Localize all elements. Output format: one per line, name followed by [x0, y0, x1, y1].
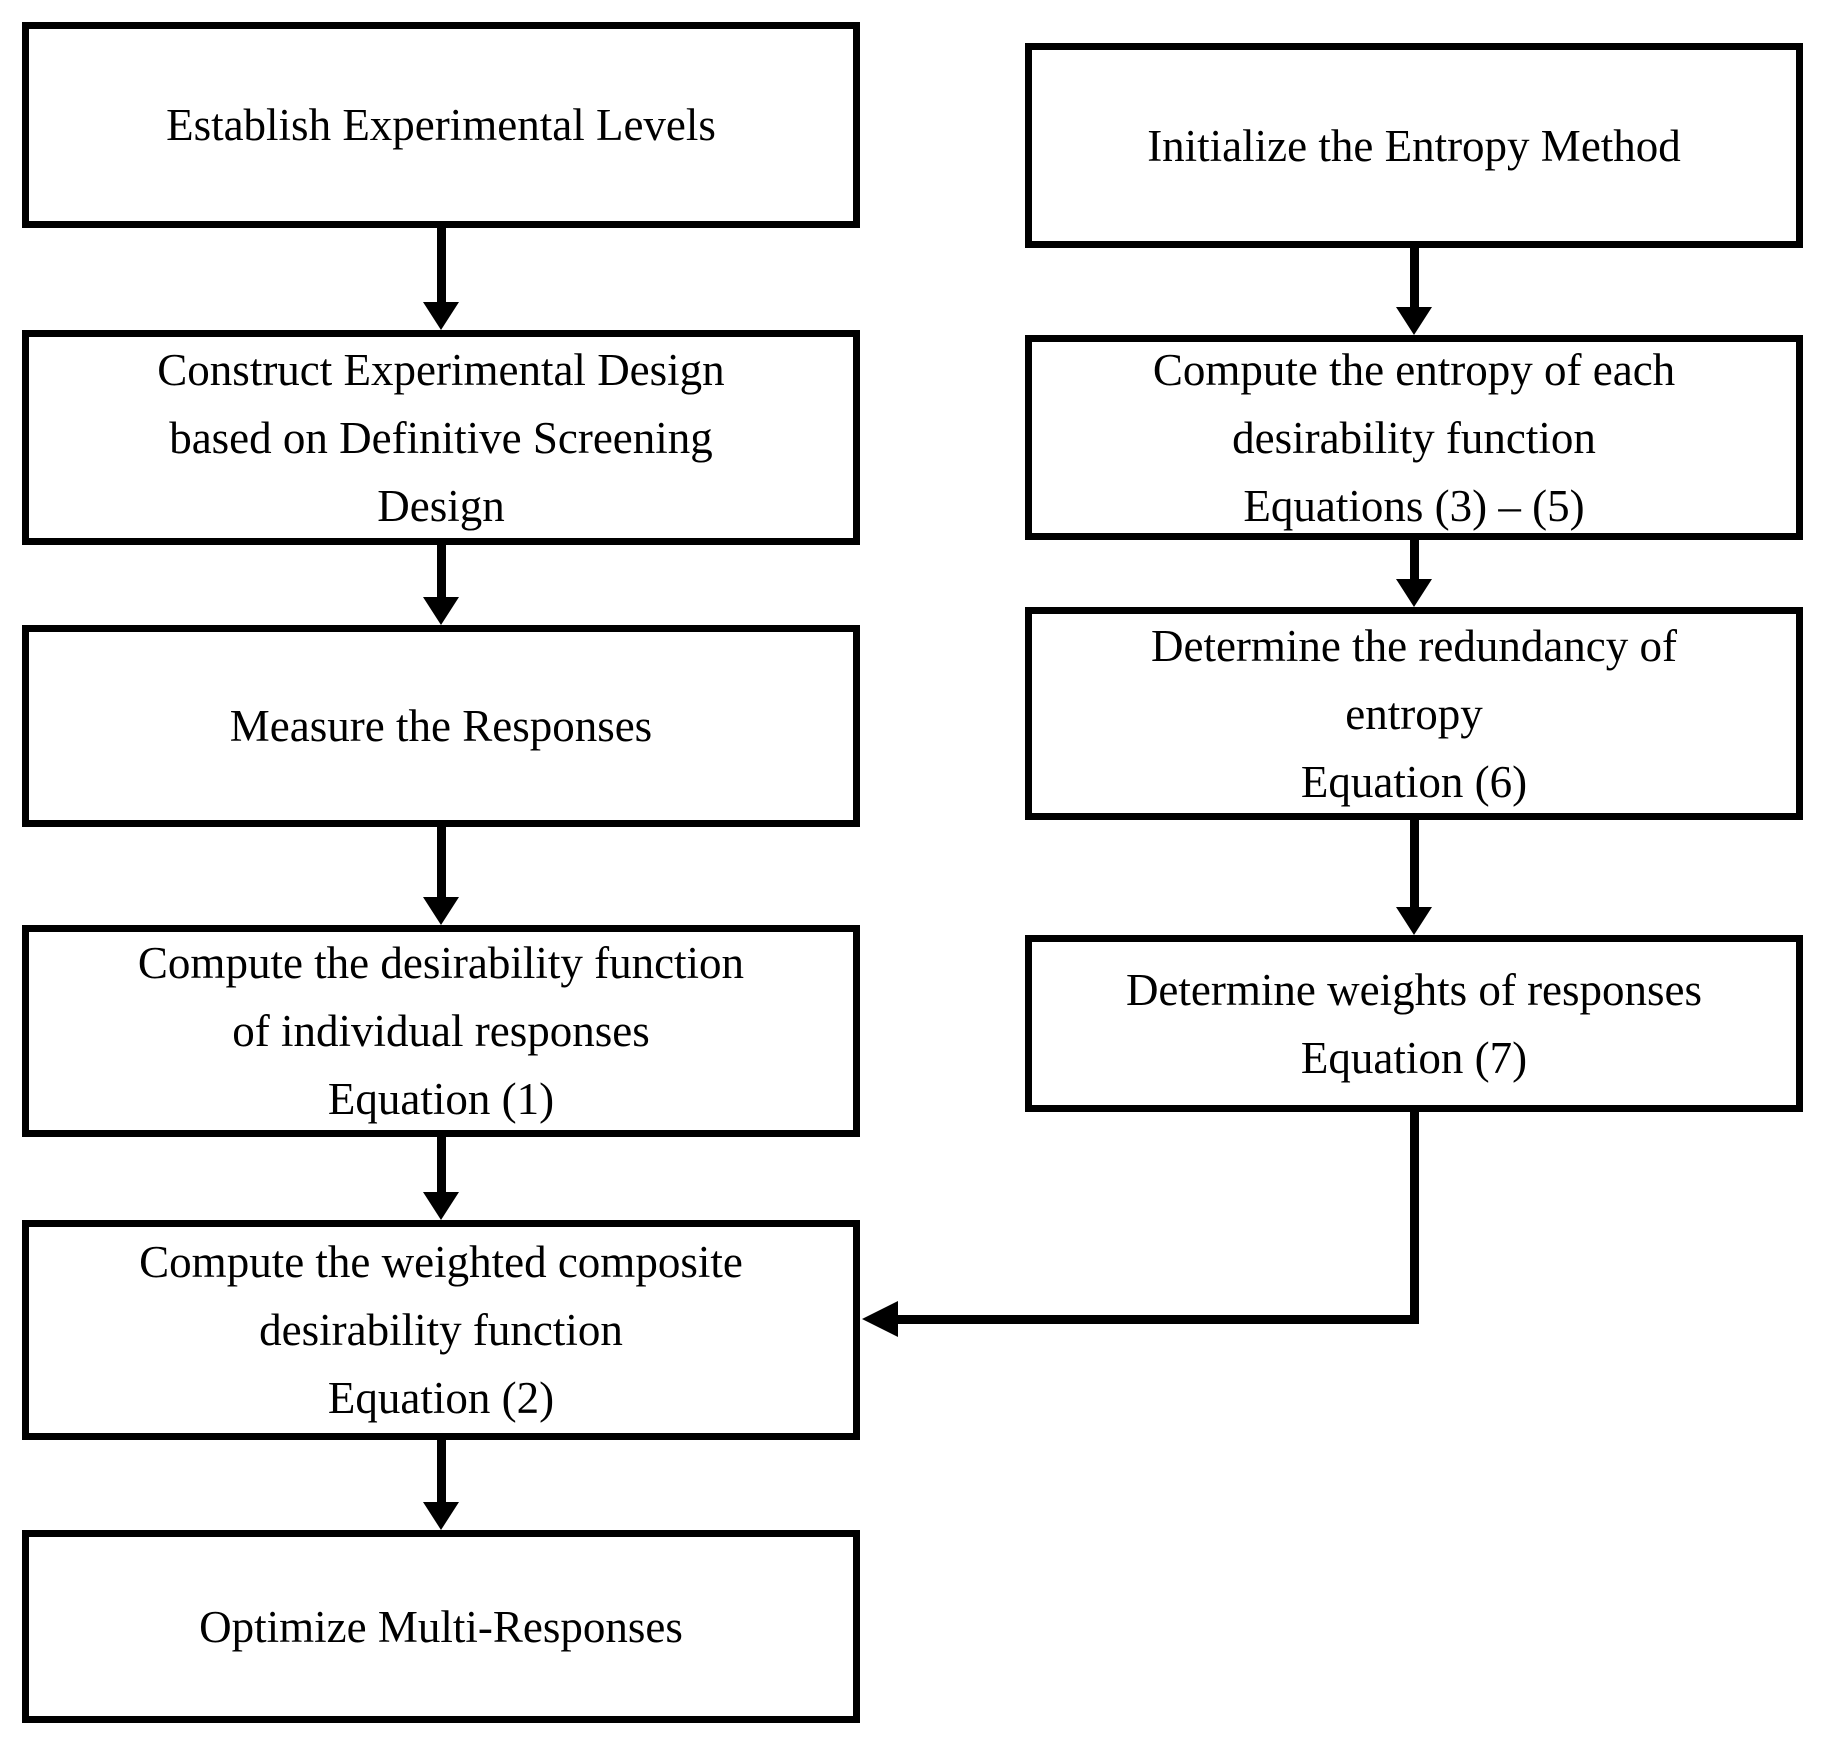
arrow-left-icon — [862, 1301, 898, 1337]
arrow-line — [437, 1440, 446, 1502]
flow-box-optimize-multi-responses: Optimize Multi-Responses — [22, 1530, 860, 1723]
arrow-line — [1410, 820, 1419, 907]
flow-box-label: Measure the Responses — [229, 701, 653, 751]
arrow-line — [437, 1137, 446, 1192]
flow-box-label: Optimize Multi-Responses — [199, 1601, 683, 1652]
arrow-down-icon — [423, 597, 459, 625]
flow-box-compute-entropy-each-desirability: Compute the entropy of each desirability… — [1025, 335, 1803, 540]
arrow-line — [1410, 540, 1419, 579]
arrow-down-icon — [423, 897, 459, 925]
arrow-down-icon — [423, 302, 459, 330]
arrow-line — [437, 545, 446, 597]
flow-box-determine-redundancy-entropy: Determine the redundancy of entropy Equa… — [1025, 607, 1803, 820]
flow-box-compute-desirability-function: Compute the desirability function of ind… — [22, 925, 860, 1137]
flow-box-compute-weighted-composite-desirability: Compute the weighted composite desirabil… — [22, 1220, 860, 1440]
arrow-down-icon — [1396, 907, 1432, 935]
arrow-down-icon — [423, 1502, 459, 1530]
flow-box-determine-weights-responses: Determine weights of responses Equation … — [1025, 935, 1803, 1112]
flow-box-label: Compute the weighted composite desirabil… — [139, 1237, 743, 1423]
arrow-line — [1410, 248, 1419, 307]
flow-box-label: Initialize the Entropy Method — [1147, 120, 1681, 171]
flow-box-label: Construct Experimental Design based on D… — [157, 344, 725, 531]
flow-box-measure-responses: Measure the Responses — [22, 625, 860, 827]
arrow-down-icon — [1396, 307, 1432, 335]
flow-box-label: Compute the desirability function of ind… — [137, 938, 745, 1124]
flow-box-label: Compute the entropy of each desirability… — [1152, 344, 1676, 531]
flow-box-establish-experimental-levels: Establish Experimental Levels — [22, 22, 860, 228]
arrow-down-icon — [423, 1192, 459, 1220]
flow-box-label: Determine weights of responses Equation … — [1125, 964, 1703, 1083]
flow-box-label: Determine the redundancy of entropy Equa… — [1150, 620, 1678, 807]
connector-vertical-line — [1410, 1112, 1419, 1324]
arrow-line — [437, 827, 446, 897]
flow-box-initialize-entropy-method: Initialize the Entropy Method — [1025, 43, 1803, 248]
flow-box-label: Establish Experimental Levels — [166, 100, 716, 150]
arrow-down-icon — [1396, 579, 1432, 607]
flow-box-construct-experimental-design: Construct Experimental Design based on D… — [22, 330, 860, 545]
connector-horizontal-line — [898, 1315, 1419, 1324]
arrow-line — [437, 228, 446, 302]
